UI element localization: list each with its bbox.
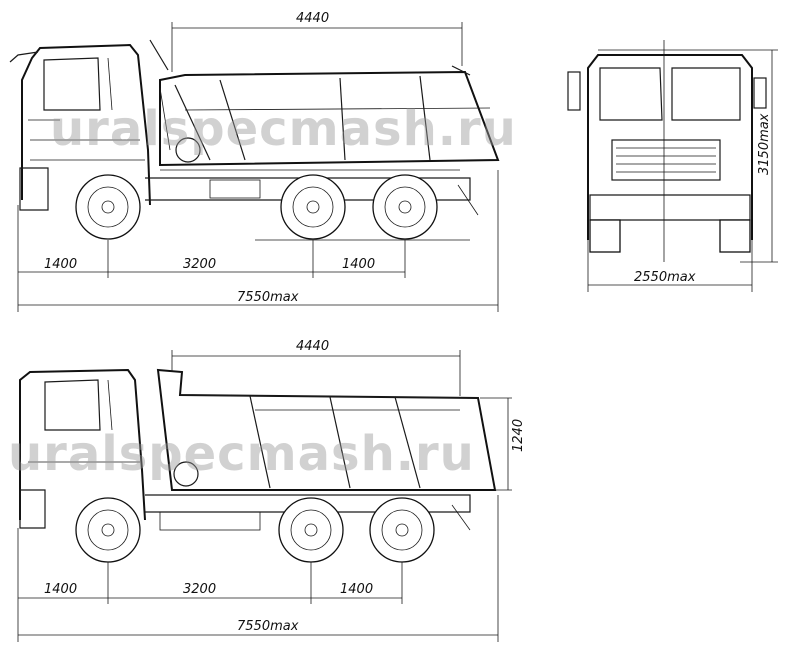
- dim-wheelbase-mid-bottom: 3200: [183, 582, 216, 597]
- watermark-top: uralspecmash.ru: [50, 101, 517, 157]
- wheel-front-bottom: [75, 497, 141, 563]
- dim-overall-length-top: 7550max: [237, 290, 299, 305]
- dim-wheelbase-mid-top: 3200: [183, 257, 216, 272]
- wheel-rear1-top: [280, 174, 346, 240]
- cab-top: [9, 43, 151, 211]
- cab-bottom: [19, 368, 146, 529]
- dump-body-top: [149, 39, 500, 167]
- wheel-rear1-bottom: [278, 497, 344, 563]
- dim-wheelbase-rear-top: 1400: [342, 257, 375, 272]
- dim-body-height-bottom: 1240: [511, 419, 526, 452]
- dump-body-bottom: [156, 368, 497, 491]
- wheel-rear2-top: [372, 174, 438, 240]
- dim-overall-length-bottom: 7550max: [237, 619, 299, 634]
- wheel-rear2-bottom: [369, 497, 435, 563]
- watermark-bottom: uralspecmash.ru: [8, 426, 475, 482]
- dim-body-length-top: 4440: [296, 11, 329, 26]
- dim-body-length-bottom: 4440: [296, 339, 329, 354]
- side-view-top: 4440 1400 3200 1400 7550max: [9, 11, 500, 312]
- side-view-bottom: 4440 1240 1400 3200 1400 7550max: [17, 339, 526, 642]
- dimension-lines-bottom: [17, 350, 512, 642]
- dim-wheelbase-front-top: 1400: [44, 257, 77, 272]
- dim-wheelbase-front-bottom: 1400: [44, 582, 77, 597]
- dimension-lines-top: [17, 22, 499, 312]
- front-view: 3150max 2550max: [567, 40, 778, 292]
- wheel-front-top: [75, 174, 141, 240]
- dim-height-front: 3150max: [757, 113, 772, 175]
- dim-width-front: 2550max: [634, 270, 696, 285]
- dim-wheelbase-rear-bottom: 1400: [340, 582, 373, 597]
